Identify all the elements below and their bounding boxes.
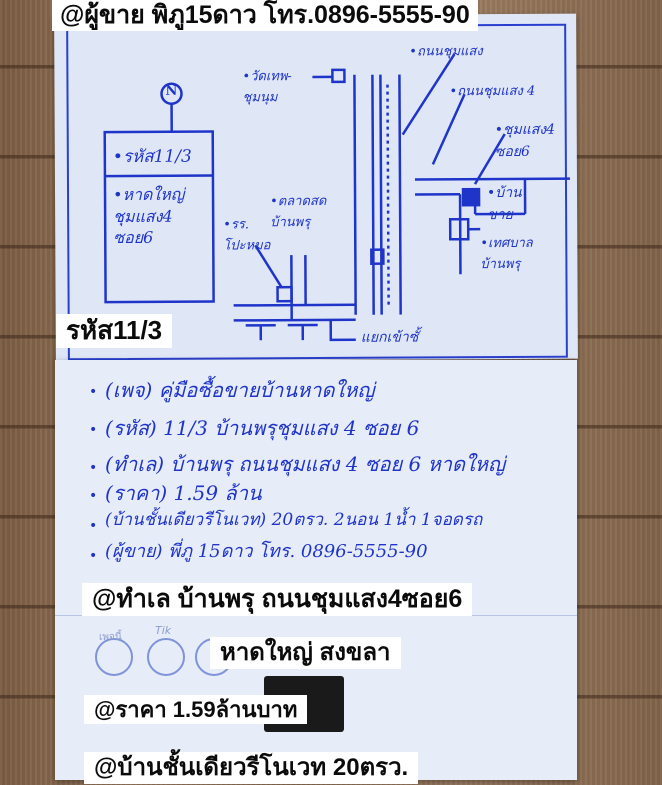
map-code-label: •รหัส11/3 bbox=[112, 146, 192, 168]
map-drawing bbox=[103, 53, 570, 342]
faint-circle bbox=[95, 638, 133, 676]
north-label: N bbox=[165, 83, 178, 99]
note-house: (บ้านชั้นเดียวรีโนเวท) 20ตรว. 2นอน 1น้ำ … bbox=[105, 510, 483, 530]
seller-banner: @ผู้ขาย พิภู15ดาว โทร.0896-5555-90 bbox=[52, 0, 478, 31]
junction-label: แยกเข้าซั้ bbox=[360, 329, 419, 346]
house-banner: @บ้านชั้นเดียวรีโนเวท 20ตรว. bbox=[84, 752, 419, 784]
house-label: •บ้าน ขาย bbox=[486, 184, 522, 224]
note-seller: (ผู้ขาย) พี่ภู 15ดาว โทร. 0896-5555-90 bbox=[105, 541, 428, 562]
faint-mark-2: Tik bbox=[155, 624, 172, 637]
code-banner: รหัส11/3 bbox=[56, 314, 173, 348]
school-label: •รร. โปะหมอ bbox=[223, 217, 271, 254]
note-price: (ราคา) 1.59 ล้าน bbox=[105, 481, 262, 505]
note-page: (เพจ) คู่มือซื้อขายบ้านหาดใหญ่ bbox=[105, 378, 375, 402]
soi-label: •ชุมแสง4 ซอย6 bbox=[494, 121, 556, 161]
faint-circle bbox=[147, 638, 185, 676]
code-box bbox=[103, 130, 215, 304]
note-code: (รหัส) 11/3 บ้านพรุชุมแสง 4 ซอย 6 bbox=[105, 416, 420, 440]
market-label: •ตลาดสด บ้านพรุ bbox=[270, 193, 327, 231]
location-banner: @ทำเล บ้านพรุ ถนนชุมแสง4ซอย6 bbox=[82, 583, 473, 616]
city-banner: หาดใหญ่ สงขลา bbox=[210, 637, 401, 669]
temple-label: •วัดเทพ- ชุมนุม bbox=[242, 69, 292, 106]
road-label-2: •ถนนชุมแสง 4 bbox=[449, 83, 536, 100]
faint-mark-1: เพจนี้ bbox=[99, 632, 122, 643]
road-label-1: •ถนนชุมแสง bbox=[409, 44, 483, 60]
map-paper: N •รหัส11/3 •หาดใหญ่ ชุมแสง4 ซอย6 •วัดเท… bbox=[54, 13, 578, 362]
price-banner: @ราคา 1.59ล้านบาท bbox=[84, 695, 308, 725]
note-location: (ทำเล) บ้านพรุ ถนนชุมแสง 4 ซอย 6 หาดใหญ่ bbox=[105, 452, 505, 476]
map-location-label: •หาดใหญ่ ชุมแสง4 ซอย6 bbox=[112, 184, 185, 248]
municipality-label: •เทศบาล บ้านพรุ bbox=[480, 235, 533, 273]
